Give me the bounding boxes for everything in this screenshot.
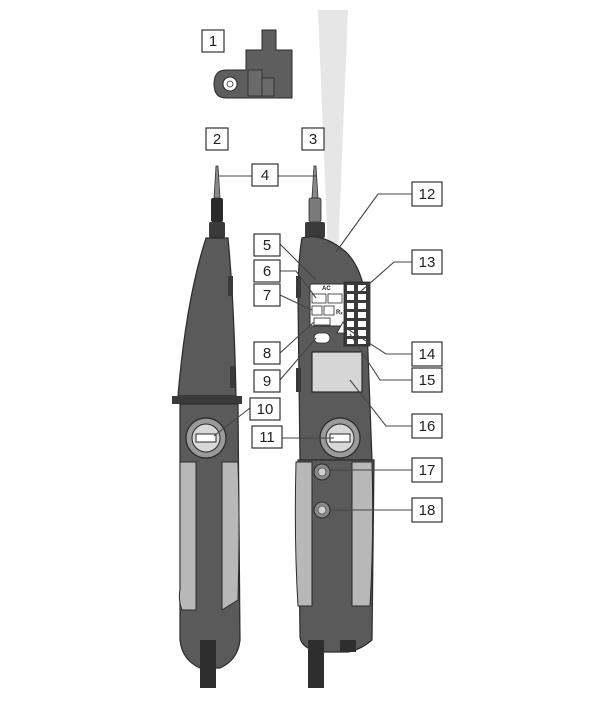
callout-7: 7 — [253, 283, 281, 307]
callout-10: 10 — [249, 397, 281, 421]
flashlight-beam — [318, 10, 348, 255]
callout-3: 3 — [301, 127, 325, 151]
svg-text:7: 7 — [263, 287, 271, 304]
callout-14: 14 — [411, 341, 443, 367]
svg-text:13: 13 — [419, 254, 436, 271]
rx-indicator-label: Rₓ — [336, 310, 343, 316]
callout-9: 9 — [253, 369, 281, 393]
svg-text:16: 16 — [419, 418, 436, 435]
callout-8: 8 — [253, 341, 281, 365]
callout-16: 16 — [411, 413, 443, 439]
tester-right: AC Rₓ — [294, 165, 375, 688]
callout-11: 11 — [251, 425, 283, 449]
svg-text:17: 17 — [419, 462, 436, 479]
tester-left — [172, 165, 242, 688]
callout-17: 17 — [411, 457, 443, 483]
svg-text:9: 9 — [263, 373, 271, 390]
callout-6: 6 — [253, 259, 281, 283]
callout-4: 4 — [251, 163, 279, 187]
callout-13: 13 — [411, 249, 443, 275]
svg-text:1: 1 — [209, 33, 217, 50]
accessory-clip — [213, 29, 293, 99]
callout-18: 18 — [411, 497, 443, 523]
led-voltage-scale — [343, 281, 371, 347]
svg-text:4: 4 — [261, 167, 269, 184]
callout-15: 15 — [411, 367, 443, 393]
ac-indicator-label: AC — [322, 286, 331, 292]
svg-text:8: 8 — [263, 345, 271, 362]
leader-lines — [213, 175, 412, 511]
callout-1: 1 — [201, 29, 225, 53]
svg-text:14: 14 — [419, 346, 436, 363]
svg-text:12: 12 — [419, 186, 436, 203]
svg-text:10: 10 — [257, 401, 274, 418]
svg-text:3: 3 — [309, 131, 317, 148]
svg-text:2: 2 — [213, 131, 221, 148]
svg-text:6: 6 — [263, 263, 271, 280]
svg-text:15: 15 — [419, 372, 436, 389]
svg-text:5: 5 — [263, 237, 271, 254]
svg-text:18: 18 — [419, 502, 436, 519]
svg-text:11: 11 — [259, 429, 275, 446]
callout-5: 5 — [253, 233, 281, 257]
callout-2: 2 — [205, 127, 229, 151]
callout-12: 12 — [411, 181, 443, 207]
